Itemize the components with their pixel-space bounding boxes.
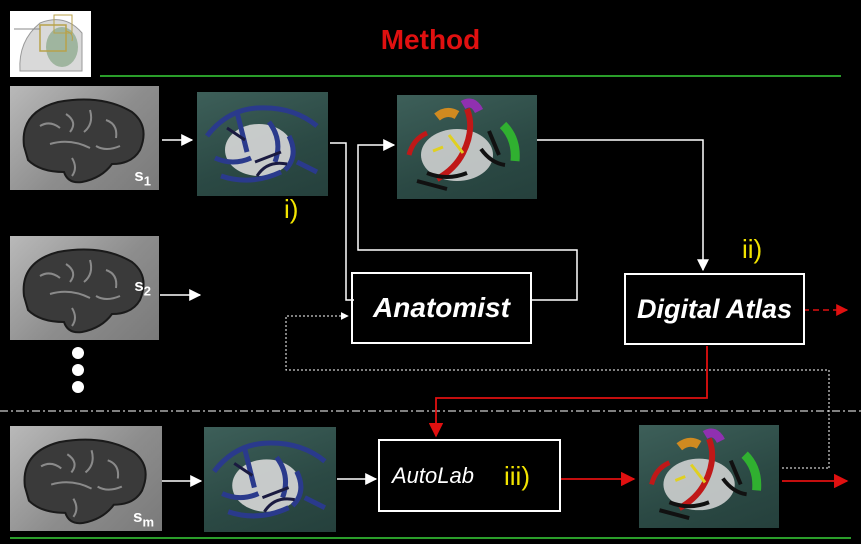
arrow-labeled-to-atlas [537,139,709,272]
digital-atlas-label: Digital Atlas [636,293,793,324]
brain-image [23,438,147,525]
step-label-ii: ii) [742,234,763,264]
arrow-sulci-to-anatomist [330,142,354,301]
anatomist-node: Anatomist [351,272,532,344]
brain-image-s1: s1 [10,86,159,190]
autolab-node: AutoLab [378,439,561,512]
ellipsis-dots [72,347,84,393]
subject-label-s1: s1 [134,165,151,188]
step-label-iii: iii) [504,461,530,491]
anatomist-label: Anatomist [373,292,510,323]
digital-atlas-node: Digital Atlas [624,273,805,345]
brain-image [22,98,145,184]
labeled-sulci-image [406,98,520,191]
subject-label-s2: s2 [134,276,151,299]
brain-image-s2: s2 [10,236,159,340]
sulci-image-bottom [204,427,336,532]
labeled-sulci-image-bottom [639,425,779,528]
brain-image-sm: sm [10,426,162,531]
logo-icon [10,11,91,77]
labeled-sulci-image-top [397,95,537,199]
brain-image [22,248,145,334]
subject-label-sm: sm [132,506,154,529]
autolab-label: AutoLab [392,462,474,488]
step-label-i: i) [284,194,299,224]
sulci-image [205,105,319,183]
arrow-anatomist-to-labeled [357,139,578,301]
page-title: Method [380,24,481,55]
labeled-sulci-image [649,428,762,521]
arrow-atlas-to-autolab [428,346,708,438]
dotted-feedback-loop [285,312,830,468]
sulci-image [212,440,327,519]
sulci-image-top [197,92,328,196]
